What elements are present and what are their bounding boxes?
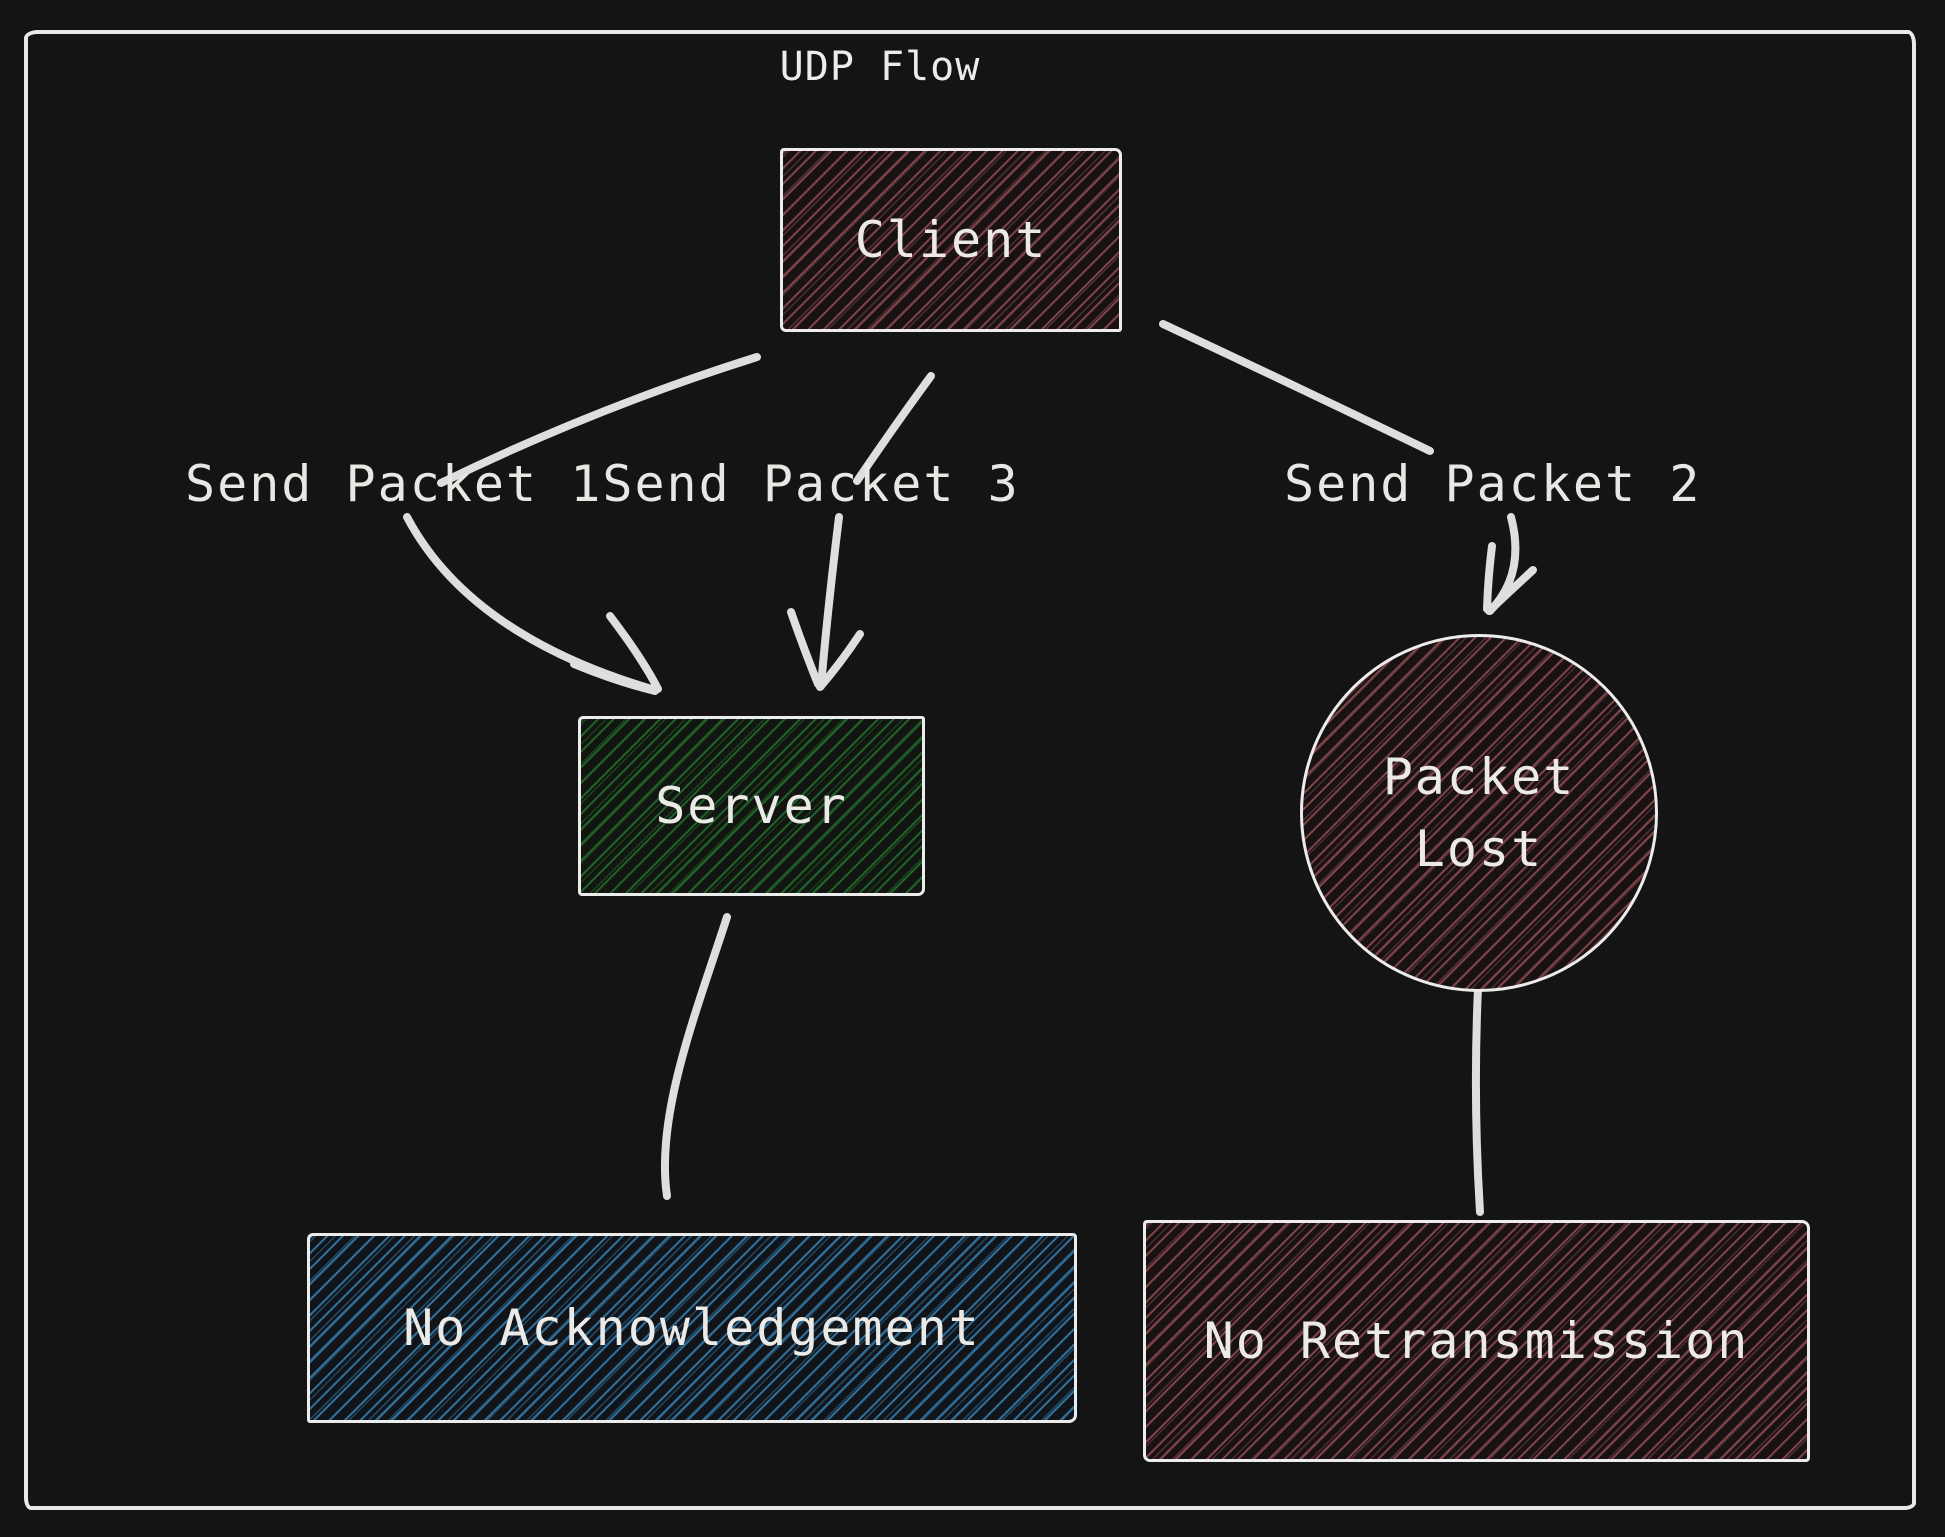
node-client: Client: [780, 148, 1122, 332]
edge-label-send-packet-1: Send Packet 1: [185, 455, 603, 513]
outer-border: [24, 30, 1916, 1510]
edge-label-send-packet-2: Send Packet 2: [1284, 455, 1702, 513]
node-no-acknowledgement: No Acknowledgement: [307, 1233, 1077, 1423]
node-packet-lost: Packet Lost: [1300, 634, 1658, 992]
node-client-label: Client: [854, 210, 1048, 269]
node-no-acknowledgement-label: No Acknowledgement: [403, 1298, 981, 1357]
edge-label-row: Send Packet 2: [1284, 455, 1701, 513]
node-no-retransmission: No Retransmission: [1143, 1220, 1810, 1462]
node-server: Server: [578, 716, 925, 896]
node-no-retransmission-label: No Retransmission: [1203, 1311, 1750, 1370]
diagram-title: UDP Flow: [779, 44, 981, 90]
node-packet-lost-label: Packet Lost: [1382, 747, 1576, 879]
edge-label-send-packet-3: Send Packet 3: [602, 455, 1020, 513]
node-server-label: Server: [655, 776, 848, 835]
